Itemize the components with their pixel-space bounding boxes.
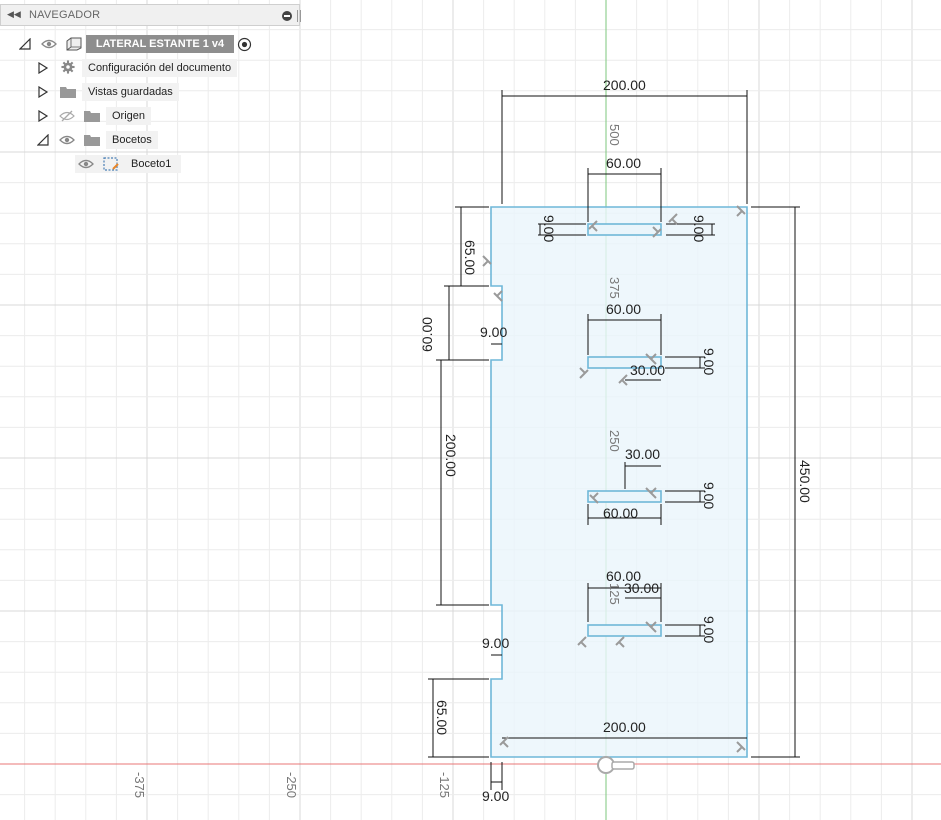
dim-top-width[interactable]: 200.00 [603, 77, 646, 93]
expanded-triangle-icon[interactable] [37, 134, 49, 146]
dim-left-bottom-offset[interactable]: 65.00 [434, 700, 450, 735]
axis-labels: -375 -250 -125 500 375 250 125 [132, 124, 622, 798]
collapsed-triangle-icon[interactable] [37, 62, 49, 74]
document-name[interactable]: LATERAL ESTANTE 1 v4 [86, 35, 234, 53]
navigator-header: ◀◀ NAVEGADOR [0, 4, 301, 26]
slot-2[interactable] [587, 356, 662, 369]
eye-hidden-icon[interactable] [59, 110, 75, 122]
axis-label: 250 [607, 430, 622, 452]
tree-item-label: Configuración del documento [82, 59, 238, 77]
sketch-icon [103, 157, 119, 171]
dim-slot3-width[interactable]: 60.00 [603, 505, 638, 521]
dim-left-notch-top[interactable]: 60.00 [419, 317, 435, 352]
dim-left-notch-depth-top[interactable]: 9.00 [480, 324, 507, 340]
dim-bottom-offset[interactable]: 9.00 [482, 788, 509, 804]
eye-icon[interactable] [59, 134, 75, 146]
eye-icon[interactable] [41, 38, 57, 50]
axis-label: 500 [607, 124, 622, 146]
dimension-lines [428, 90, 800, 790]
axis-label: -250 [284, 772, 299, 798]
dimension-texts: 200.00 200.00 450.00 60.00 9.00 9.00 60.… [419, 77, 813, 804]
dim-slot4-h[interactable]: 9.00 [701, 616, 717, 643]
slot-1[interactable] [587, 223, 662, 236]
origin-icon [597, 756, 635, 774]
profile-shape[interactable] [490, 206, 748, 758]
folder-icon [84, 111, 100, 122]
activate-radio-icon[interactable] [237, 37, 252, 52]
axis-label: 375 [607, 277, 622, 299]
axis-label: -125 [437, 772, 452, 798]
minimize-icon[interactable] [282, 11, 292, 21]
dim-slot3-offset[interactable]: 30.00 [625, 446, 660, 462]
expanded-triangle-icon[interactable] [19, 38, 31, 50]
axis-label: 125 [607, 583, 622, 605]
dim-slot2-width[interactable]: 60.00 [606, 301, 641, 317]
tree-item-document-settings[interactable]: Configuración del documento [0, 59, 300, 77]
tree-item-label: Boceto1 [131, 158, 172, 170]
dim-left-top-offset[interactable]: 65.00 [462, 240, 478, 275]
collapsed-triangle-icon[interactable] [37, 86, 49, 98]
dim-bottom-width[interactable]: 200.00 [603, 719, 646, 735]
tree-item-origin[interactable]: Origen [0, 107, 300, 125]
dim-left-notch-depth-bottom[interactable]: 9.00 [482, 635, 509, 651]
tree-item-sketches[interactable]: Bocetos [0, 131, 300, 149]
axis-label: -375 [132, 772, 147, 798]
tree-item-label: Origen [106, 107, 152, 125]
dim-slot2-offset[interactable]: 30.00 [630, 362, 665, 378]
constraint-glyphs [482, 205, 746, 753]
slot-4[interactable] [587, 624, 662, 637]
dim-slot1-h-left[interactable]: 9.00 [541, 215, 557, 242]
dim-slot3-h[interactable]: 9.00 [701, 482, 717, 509]
collapsed-triangle-icon[interactable] [37, 110, 49, 122]
tree-item-label: Bocetos [106, 131, 158, 149]
tree-item-sketch1[interactable]: Boceto1 [0, 155, 300, 173]
navigator-title: NAVEGADOR [29, 9, 101, 21]
pin-icon[interactable] [297, 10, 301, 22]
tree-item-label: Vistas guardadas [82, 83, 179, 101]
folder-icon [60, 87, 76, 98]
folder-icon [84, 135, 100, 146]
collapse-icon[interactable]: ◀◀ [7, 9, 21, 19]
tree-item-bg [75, 155, 181, 173]
dim-slot4-width[interactable]: 60.00 [606, 568, 641, 584]
slot-3[interactable] [587, 490, 662, 503]
gear-icon [61, 60, 75, 74]
component-icon [66, 37, 82, 51]
dim-slot4-offset[interactable]: 30.00 [624, 580, 659, 596]
dim-left-middle[interactable]: 200.00 [443, 434, 459, 477]
tree-item-saved-views[interactable]: Vistas guardadas [0, 83, 300, 101]
document-row[interactable]: LATERAL ESTANTE 1 v4 [0, 35, 300, 53]
dim-slot1-h-right[interactable]: 9.00 [691, 215, 707, 242]
dim-slot2-h[interactable]: 9.00 [701, 348, 717, 375]
dim-height[interactable]: 450.00 [797, 460, 813, 503]
dim-slot1-width[interactable]: 60.00 [606, 155, 641, 171]
eye-icon[interactable] [78, 158, 94, 170]
